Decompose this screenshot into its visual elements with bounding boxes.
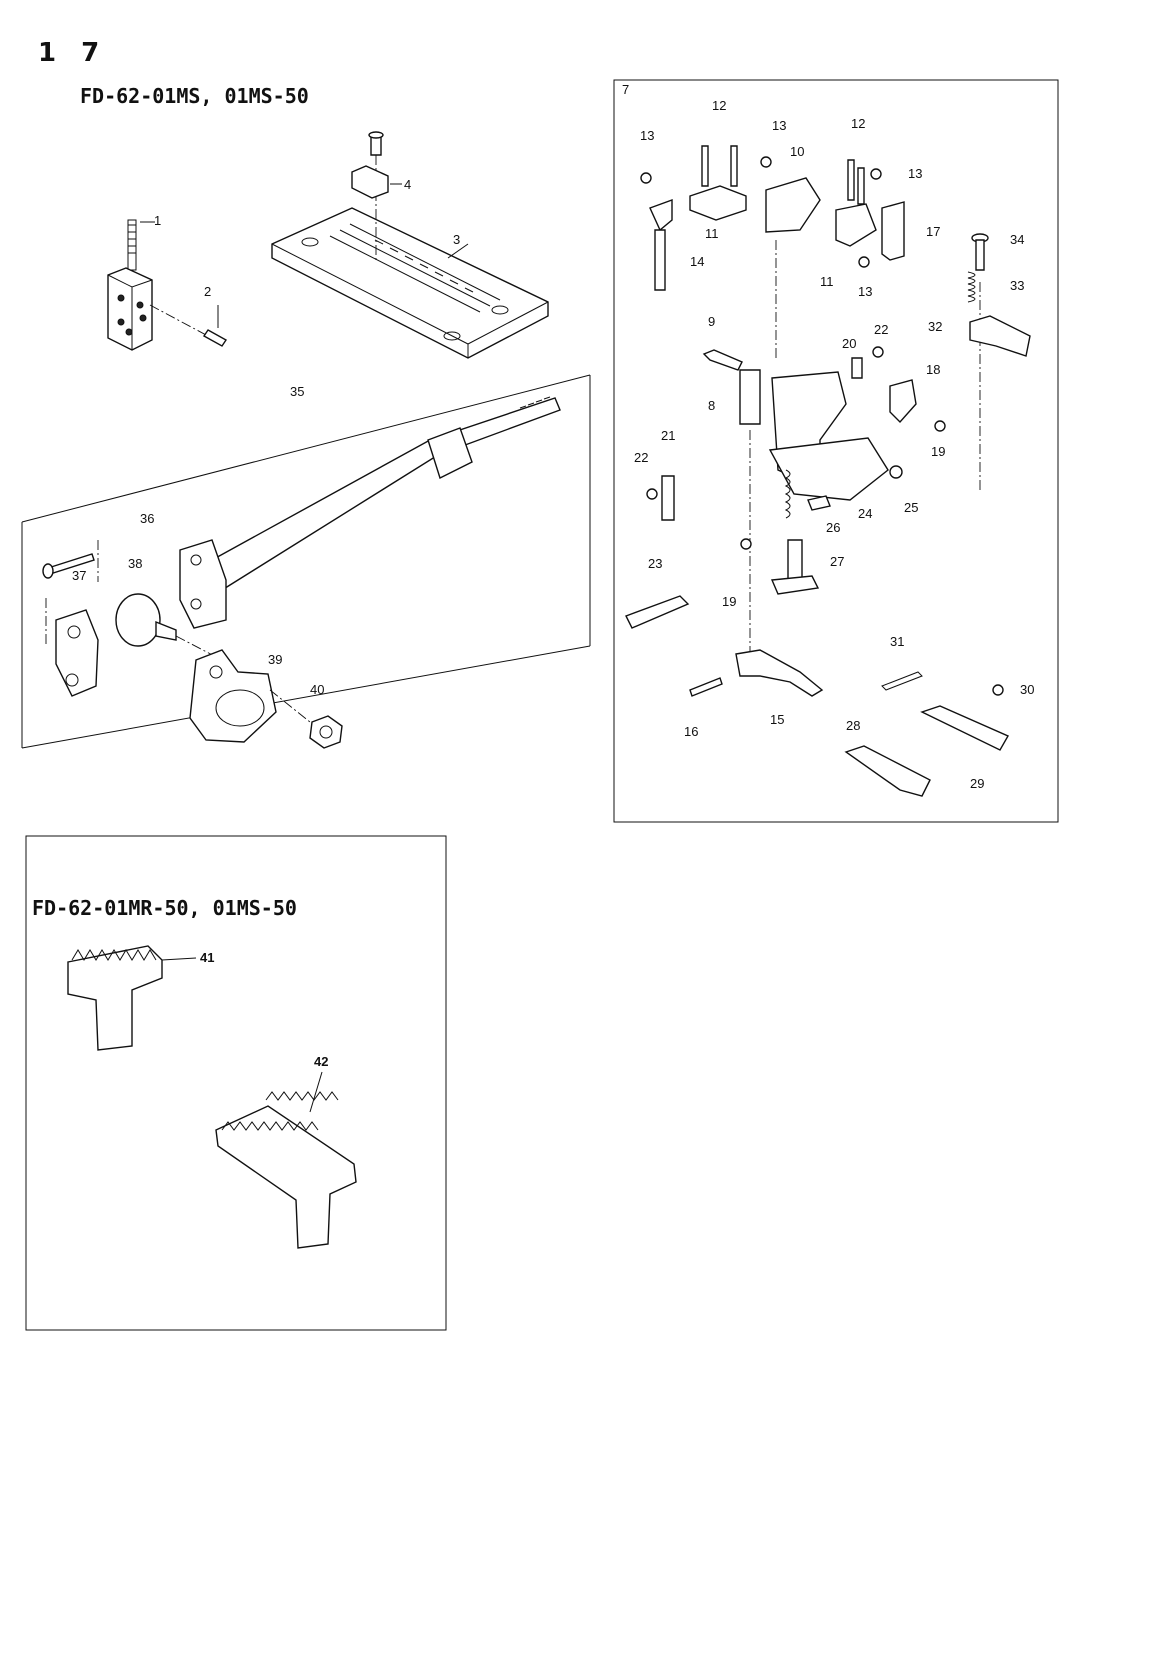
callout-1: 1 xyxy=(154,213,161,228)
callout-19a: 19 xyxy=(931,444,945,459)
part-39-clamp-ring xyxy=(190,650,276,742)
callout-33: 33 xyxy=(1010,278,1024,293)
callout-34: 34 xyxy=(1010,232,1024,247)
callout-31: 31 xyxy=(890,634,904,649)
callout-24: 24 xyxy=(858,506,872,521)
callout-36: 36 xyxy=(140,511,154,526)
callout-13c: 13 xyxy=(908,166,922,181)
part-37-screw xyxy=(43,540,98,582)
part-2-pin xyxy=(150,305,226,346)
callout-17: 17 xyxy=(926,224,940,239)
callout-39: 39 xyxy=(268,652,282,667)
callout-41: 41 xyxy=(200,950,214,965)
callout-9: 9 xyxy=(708,314,715,329)
bottom-panel-frame xyxy=(26,836,446,1330)
part-40-nut xyxy=(270,690,342,748)
callout-13d: 13 xyxy=(858,284,872,299)
callout-12a: 12 xyxy=(712,98,726,113)
part-36b-crank-half xyxy=(46,598,98,696)
callout-28: 28 xyxy=(846,718,860,733)
callout-40: 40 xyxy=(310,682,324,697)
callout-32: 32 xyxy=(928,319,942,334)
part-36-crank xyxy=(180,540,226,628)
callout-37: 37 xyxy=(72,568,86,583)
callout-11b: 11 xyxy=(820,274,834,289)
callout-10: 10 xyxy=(790,144,804,159)
callout-38: 38 xyxy=(128,556,142,571)
callout-13b: 13 xyxy=(772,118,786,133)
callout-16: 16 xyxy=(684,724,698,739)
callout-22a: 22 xyxy=(874,322,888,337)
callout-35: 35 xyxy=(290,384,304,399)
callout-15: 15 xyxy=(770,712,784,727)
feed-dog-holder-assembly xyxy=(626,146,1030,796)
callout-42: 42 xyxy=(314,1054,328,1069)
part-3-throat-plate xyxy=(272,208,548,358)
callout-3: 3 xyxy=(453,232,460,247)
callout-29: 29 xyxy=(970,776,984,791)
callout-26: 26 xyxy=(826,520,840,535)
callout-11a: 11 xyxy=(705,226,719,241)
callout-22b: 22 xyxy=(634,450,648,465)
callout-13a: 13 xyxy=(640,128,654,143)
callout-25: 25 xyxy=(904,500,918,515)
callout-8: 8 xyxy=(708,398,715,413)
callout-18: 18 xyxy=(926,362,940,377)
callout-20: 20 xyxy=(842,336,856,351)
callout-23: 23 xyxy=(648,556,662,571)
callout-30: 30 xyxy=(1020,682,1034,697)
callout-4: 4 xyxy=(404,177,411,192)
callout-21: 21 xyxy=(661,428,675,443)
callout-2: 2 xyxy=(204,284,211,299)
part-42-feed-dog xyxy=(216,1072,356,1248)
part-35-feed-rock-shaft xyxy=(212,397,560,590)
part-41-feed-dog xyxy=(68,946,196,1050)
callout-12b: 12 xyxy=(851,116,865,131)
part-1-feed-adjuster xyxy=(108,220,155,350)
callout-19b: 19 xyxy=(722,594,736,609)
callout-27: 27 xyxy=(830,554,844,569)
callout-14: 14 xyxy=(690,254,704,269)
callout-7: 7 xyxy=(622,82,629,97)
